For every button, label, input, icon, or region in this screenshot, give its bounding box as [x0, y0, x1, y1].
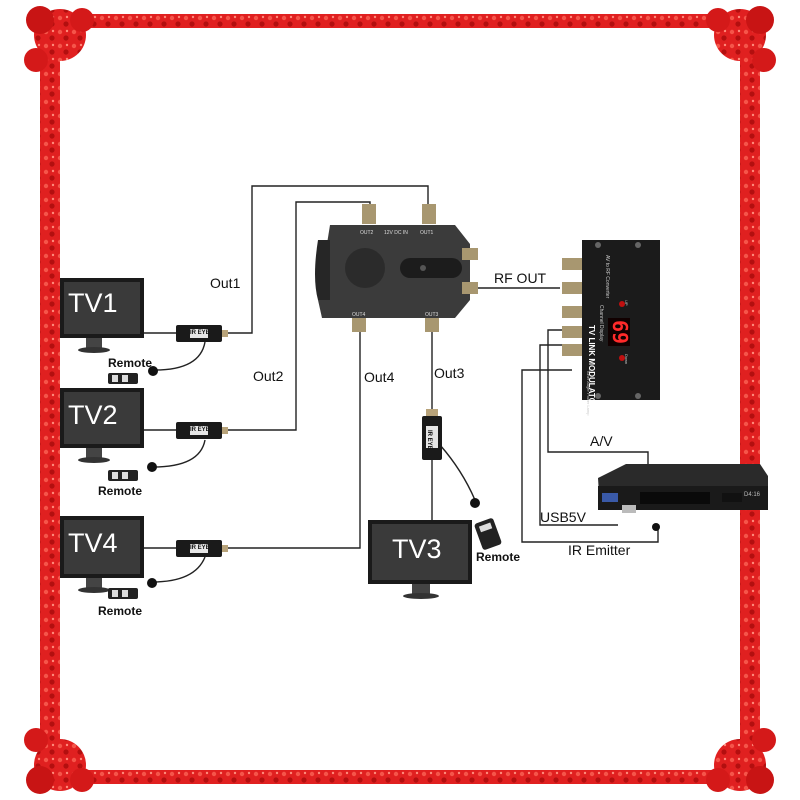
ir-eye-label-tv1: IR EYE	[190, 330, 210, 336]
cable-out1	[228, 185, 429, 334]
modulator-subtitle: AV to RF Converter	[604, 255, 610, 299]
svg-text:OUT4: OUT4	[352, 312, 366, 318]
out4-label: Out4	[364, 369, 395, 385]
remote-2	[108, 462, 157, 481]
out3-label: Out3	[434, 365, 465, 381]
modulator-down-label: Down	[624, 354, 629, 365]
tv-link-modulator	[562, 240, 660, 400]
svg-text:12V DC IN: 12V DC IN	[384, 230, 408, 236]
remote-label-tv2: Remote	[98, 484, 143, 498]
svg-text:OUT1: OUT1	[420, 230, 434, 236]
corner-ornament-tr	[706, 6, 776, 72]
remote-4	[108, 578, 157, 599]
corner-ornament-tl	[24, 6, 94, 72]
ir-eye-label-tv4: IR EYE	[190, 545, 210, 551]
remote-label-tv4: Remote	[98, 604, 143, 618]
rf-out-label: RF OUT	[494, 270, 547, 286]
set-top-box	[598, 464, 768, 531]
cord-remote-1	[154, 341, 206, 371]
splitter-device: OUT2 12V DC IN OUT1 OUT4 OUT3	[315, 204, 478, 332]
modulator-bottom-text: Tuner Auger Power Lamp	[586, 370, 591, 416]
modulator-channel-display-label: Channel Display	[598, 305, 604, 342]
tv3-drawing	[368, 520, 472, 599]
remote-1	[108, 366, 158, 384]
modulator-up-label: UP	[624, 300, 629, 306]
tv3-label: TV3	[392, 534, 442, 564]
modulator-channel-display: 69	[608, 320, 632, 345]
remote-3	[470, 498, 502, 550]
cord-remote-4	[151, 556, 206, 583]
tv1-label: TV1	[68, 288, 118, 318]
out1-label: Out1	[210, 275, 241, 291]
ir-emitter-label: IR Emitter	[568, 542, 631, 558]
cables	[140, 185, 659, 583]
usb5v-label: USB5V	[540, 509, 586, 525]
cord-remote-2	[152, 439, 206, 468]
tv1-drawing	[60, 278, 144, 353]
corner-ornament-br	[706, 728, 776, 794]
ir-eye-tv3	[422, 409, 442, 460]
tv4-label: TV4	[68, 528, 118, 558]
cable-usb5v	[539, 344, 618, 526]
remote-label-tv3: Remote	[476, 550, 521, 564]
cable-out4	[228, 318, 361, 549]
out2-label: Out2	[253, 368, 284, 384]
av-label: A/V	[590, 433, 613, 449]
cord-remote-3	[439, 444, 476, 501]
ir-eye-label-tv3: IR EYE	[426, 430, 432, 450]
remote-label-tv1: Remote	[108, 356, 153, 370]
cable-av	[547, 329, 649, 470]
svg-text:OUT2: OUT2	[360, 230, 374, 236]
ir-eye-tv4	[176, 540, 228, 557]
tv2-label: TV2	[68, 400, 118, 430]
stb-display: D4:16	[744, 492, 761, 498]
svg-text:OUT3: OUT3	[425, 312, 439, 318]
tv2-drawing	[60, 388, 144, 463]
tv4-drawing	[60, 516, 144, 593]
cable-ir-emitter	[521, 369, 659, 543]
corner-ornament-bl	[24, 728, 94, 794]
ir-eye-label-tv2: IR EYE	[190, 427, 210, 433]
ir-eye-tv1	[176, 325, 228, 342]
ir-eye-tv2	[176, 422, 228, 439]
